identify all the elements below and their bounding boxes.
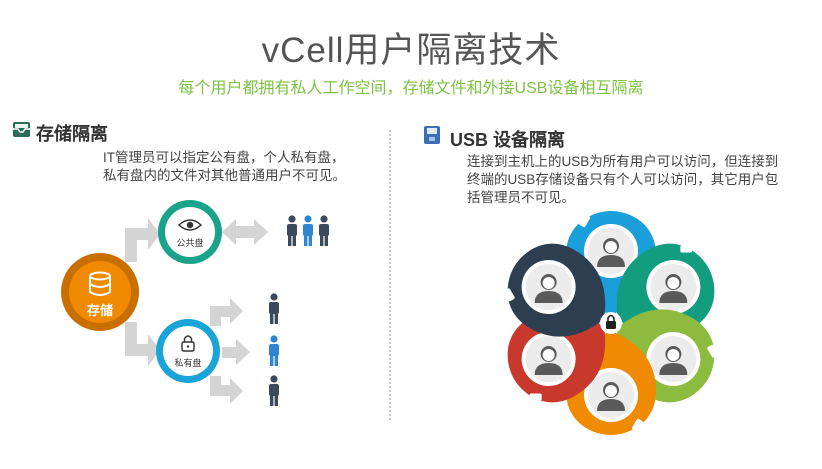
public-disk-node bbox=[158, 200, 222, 264]
user-icon bbox=[319, 215, 329, 246]
user-avatar-icon bbox=[597, 238, 625, 267]
user-avatar-icon bbox=[534, 274, 563, 303]
user-icon bbox=[269, 335, 279, 366]
storage-inbox-icon bbox=[13, 122, 30, 137]
storage-description-line2: 私有盘内的文件对其他普通用户不可见。 bbox=[103, 168, 346, 183]
private-arrows bbox=[210, 298, 250, 404]
public-users-arrow bbox=[222, 219, 268, 245]
user-figures bbox=[269, 215, 329, 406]
storage-hub bbox=[61, 253, 139, 331]
usb-section-title: USB 设备隔离 bbox=[450, 130, 566, 150]
usb-petal bbox=[503, 243, 606, 337]
usb-petal bbox=[616, 309, 719, 403]
usb-petal bbox=[507, 309, 606, 403]
usb-description-line2: 终端的USB存储设备只有个人可以访问，其它用户包 bbox=[467, 172, 779, 187]
usb-petal bbox=[566, 211, 656, 315]
public-disk-label: 公共盘 bbox=[176, 238, 204, 248]
storage-hub-label: 存储 bbox=[86, 303, 113, 318]
usb-petal bbox=[616, 243, 715, 337]
user-icon bbox=[303, 215, 313, 246]
eye-icon bbox=[177, 219, 203, 231]
user-avatar-icon bbox=[659, 346, 688, 375]
page-subtitle: 每个用户都拥有私人工作空间，存储文件和外接USB设备相互隔离 bbox=[178, 80, 644, 97]
center-lock-icon bbox=[600, 312, 622, 334]
usb-flower-diagram bbox=[503, 211, 719, 435]
storage-description-line1: IT管理员可以指定公有盘，个人私有盘， bbox=[103, 150, 345, 165]
usb-description-line1: 连接到主机上的USB为所有用户可以访问，但连接到 bbox=[467, 154, 779, 169]
user-avatar-icon bbox=[659, 274, 688, 303]
storage-section-title: 存储隔离 bbox=[36, 124, 108, 144]
hub-arrows bbox=[125, 218, 160, 366]
database-icon bbox=[89, 271, 111, 296]
private-disk-node bbox=[156, 319, 220, 383]
usb-petal bbox=[566, 331, 656, 435]
page-title: vCell用户隔离技术 bbox=[261, 31, 561, 70]
private-disk-label: 私有盘 bbox=[174, 358, 202, 368]
user-avatar-icon bbox=[534, 346, 563, 375]
user-avatar-icon bbox=[597, 382, 625, 411]
usb-description-line3: 括管理员不可见。 bbox=[467, 190, 575, 205]
user-icon bbox=[287, 215, 297, 246]
usb-drive-icon bbox=[424, 126, 440, 144]
section-divider bbox=[389, 130, 391, 420]
user-icon bbox=[269, 293, 279, 324]
lock-icon bbox=[181, 335, 195, 352]
user-icon bbox=[269, 375, 279, 406]
